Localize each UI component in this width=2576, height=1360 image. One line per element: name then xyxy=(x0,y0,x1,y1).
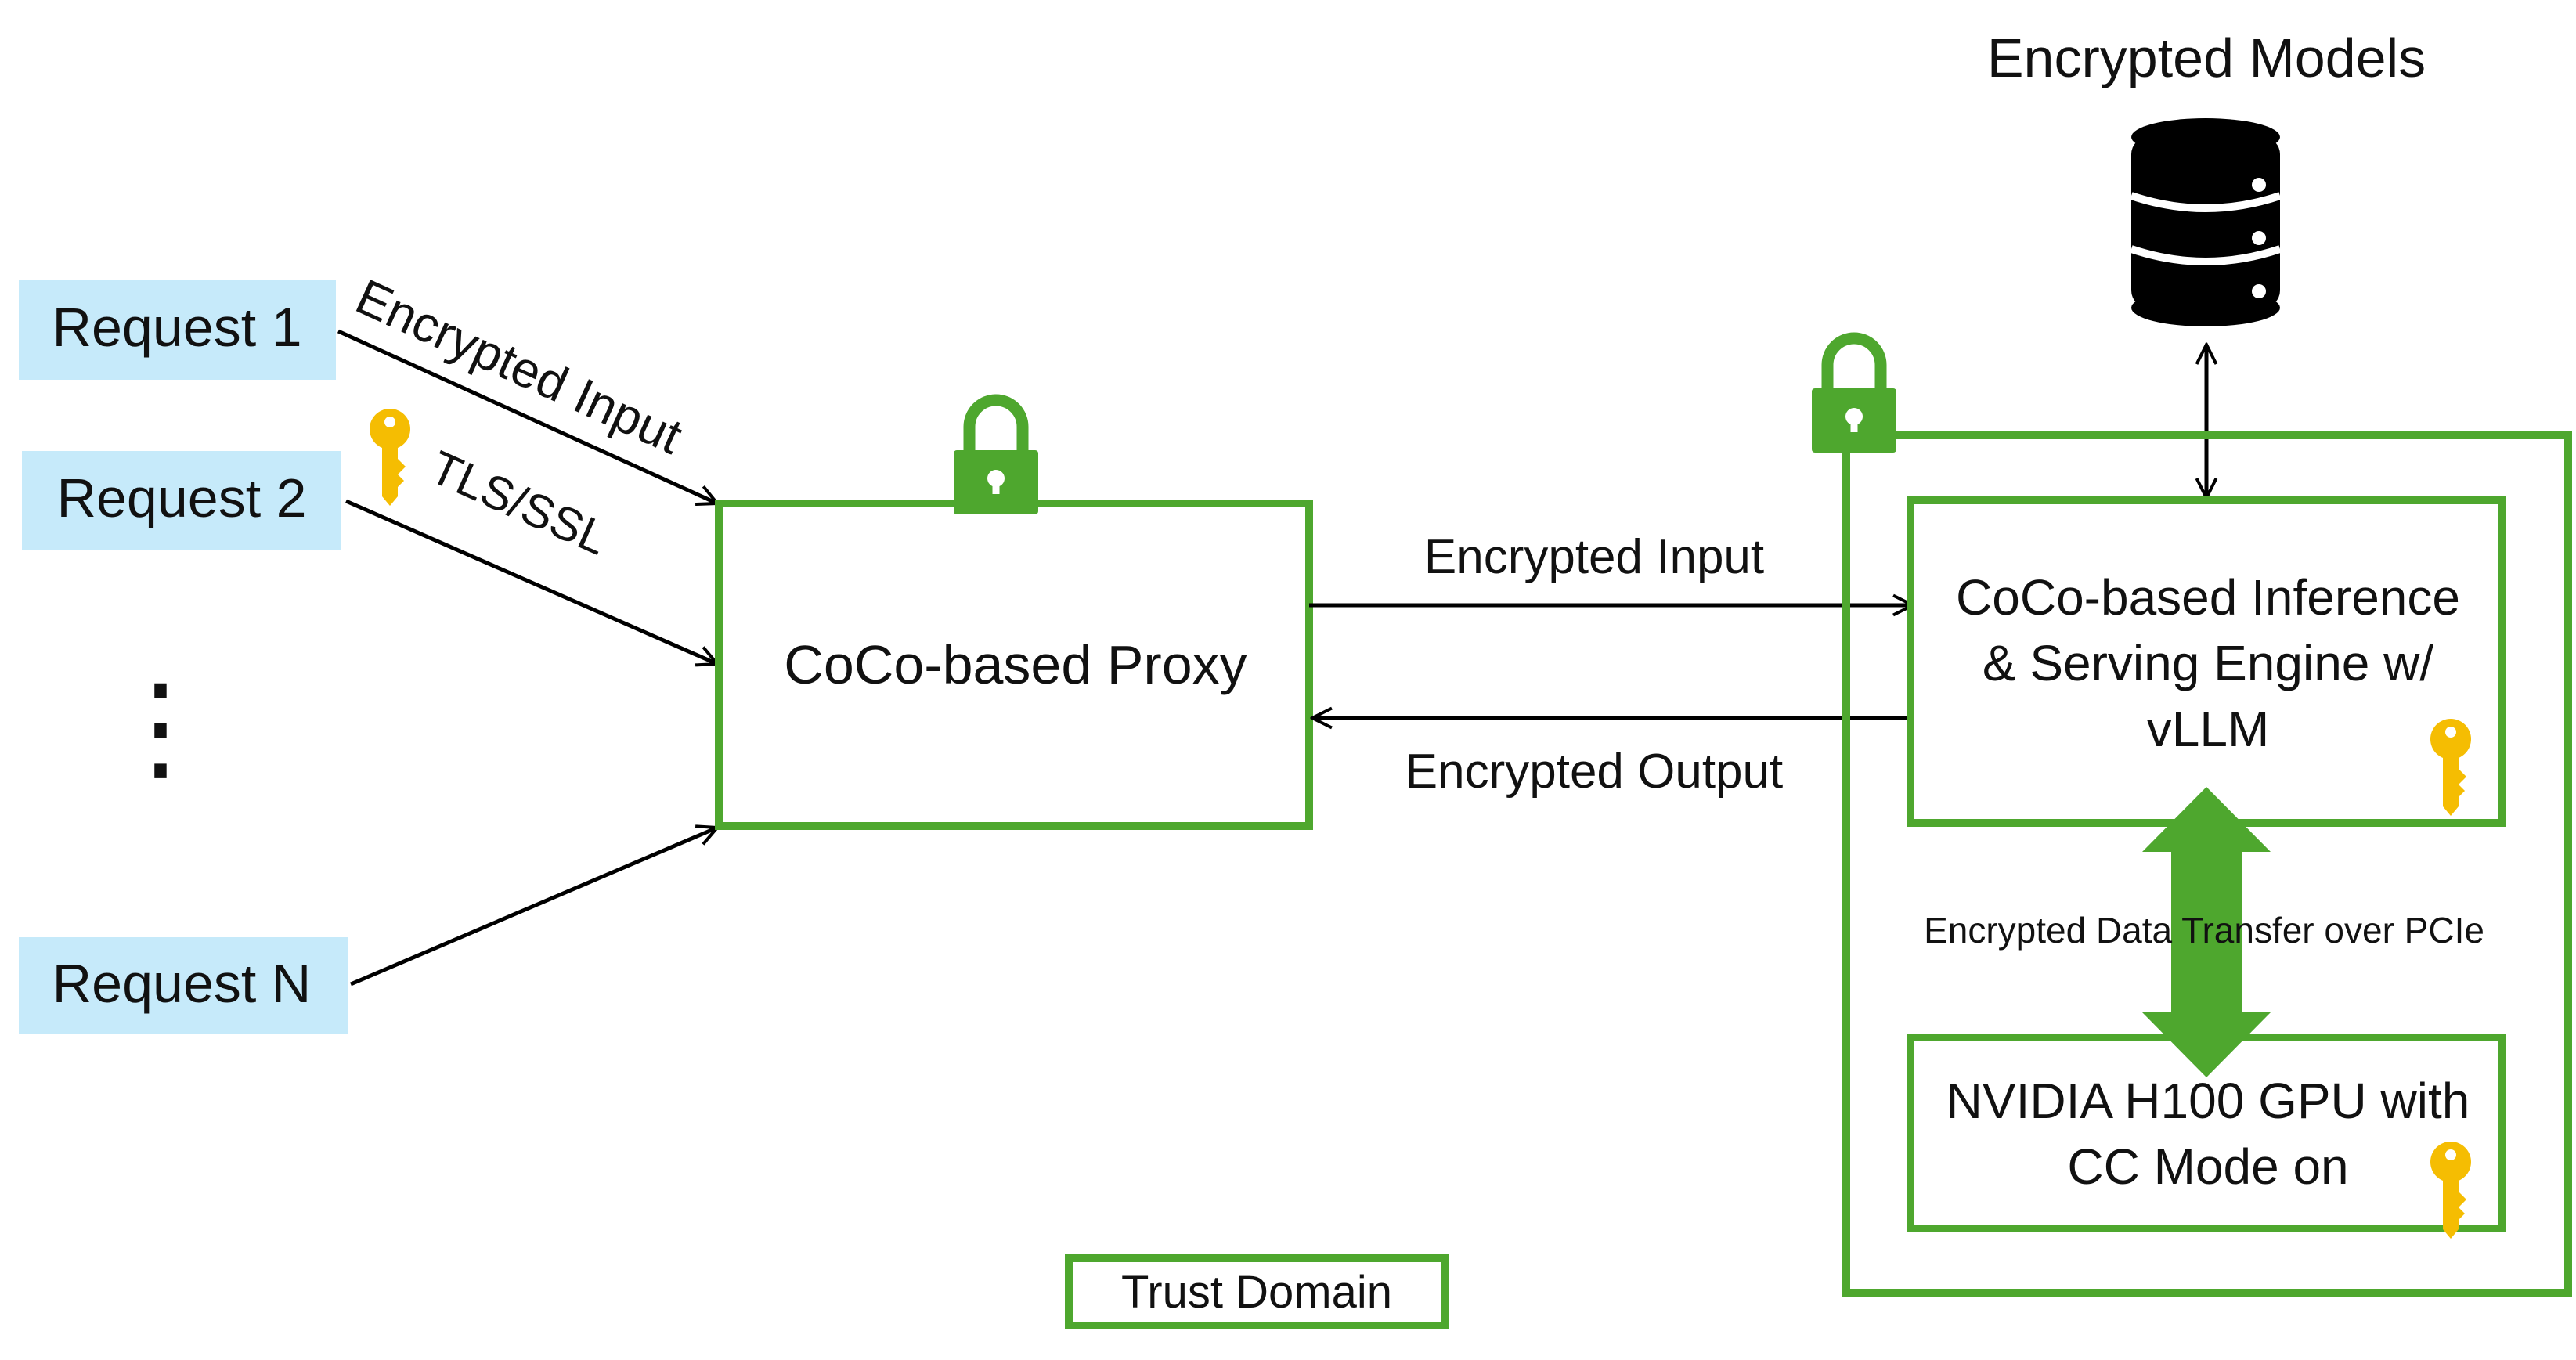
label-encrypted-output: Encrypted Output xyxy=(1405,745,1784,799)
legend: Trust Domain xyxy=(1065,1254,1449,1329)
request-2-bg xyxy=(22,451,341,550)
label-encrypted-models: Encrypted Models xyxy=(1987,27,2426,88)
database-band-2 xyxy=(2130,245,2282,265)
gpu-label-line-1: NVIDIA H100 GPU with xyxy=(1946,1073,2470,1129)
database-body xyxy=(2131,137,2280,308)
server-trust-domain xyxy=(1842,431,2572,1297)
legend-label: Trust Domain xyxy=(1121,1267,1392,1318)
database-led-3 xyxy=(2252,284,2266,298)
label-encrypted-input: Encrypted Input xyxy=(1424,530,1764,584)
request-2-label: Request 2 xyxy=(56,467,306,528)
proxy-box xyxy=(715,500,1313,830)
vertical-ellipsis: ⋮ xyxy=(102,661,219,792)
engine-trust-domain: CoCo-based Inference & Serving Engine w/… xyxy=(1907,496,2506,827)
request-box-2: Request 2 xyxy=(22,451,341,550)
request-1-label: Request 1 xyxy=(52,297,301,358)
gpu-label-line-2: CC Mode on xyxy=(2067,1138,2348,1195)
database-band-1 xyxy=(2130,192,2282,212)
database-icon xyxy=(2130,118,2282,326)
request-n-bg xyxy=(19,937,348,1034)
request-box-1: Request 1 xyxy=(19,280,336,380)
arrow-request-2-to-proxy xyxy=(345,499,717,664)
request-1-bg xyxy=(19,280,336,380)
engine-label-line-2: & Serving Engine w/ xyxy=(1983,635,2434,691)
arrow-request-n-to-proxy xyxy=(350,828,717,987)
pcie-double-arrow xyxy=(2142,787,2271,1077)
engine-label-line-1: CoCo-based Inference xyxy=(1956,569,2460,626)
engine-label-line-3: vLLM xyxy=(2147,701,2270,757)
label-pcie-transfer: Encrypted Data Transfer over PCIe xyxy=(1924,910,2484,951)
key-icon xyxy=(370,409,410,506)
proxy-trust-domain: CoCo-based Proxy xyxy=(715,500,1313,830)
database-bottom xyxy=(2131,289,2280,326)
ellipsis-glyph: ⋮ xyxy=(102,661,219,792)
database-led-2 xyxy=(2252,231,2266,245)
database-top xyxy=(2131,118,2280,156)
request-n-label: Request N xyxy=(52,953,312,1014)
legend-swatch xyxy=(1065,1254,1449,1329)
request-box-n: Request N xyxy=(19,937,348,1034)
arrow-request-1-to-proxy xyxy=(337,329,717,503)
database-led-1 xyxy=(2252,178,2266,192)
lock-icon xyxy=(954,400,1038,514)
lock-icon xyxy=(1812,338,1896,453)
proxy-label: CoCo-based Proxy xyxy=(784,634,1247,695)
